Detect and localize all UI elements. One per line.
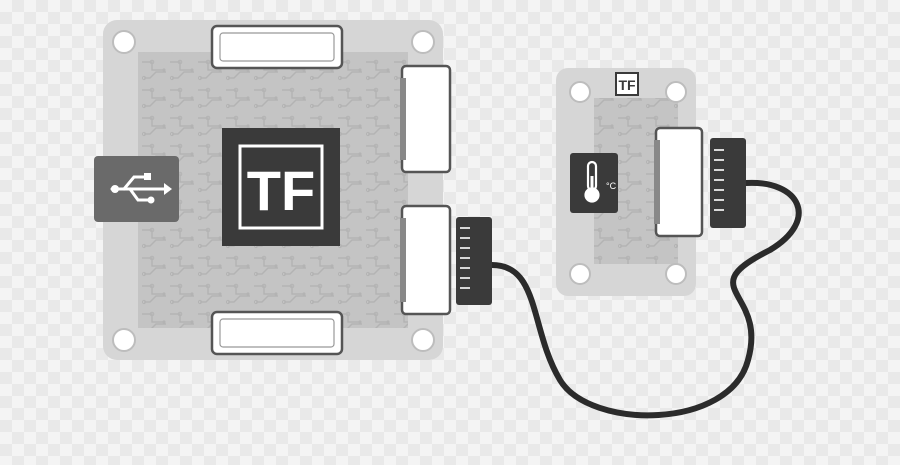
mounting-hole [411,328,435,352]
stack-connector-bottom [210,310,344,356]
sensor-logo-text: TF [618,77,636,93]
unit-label: °C [606,181,617,191]
main-board: TF [94,20,452,360]
stack-connector-top [210,24,344,70]
mounting-hole [665,81,687,103]
mounting-hole [112,30,136,54]
thermometer-icon [584,160,600,203]
cable-plug-main [456,217,492,305]
mounting-hole [569,263,591,285]
usb-connector [94,156,179,222]
bricklet-port-top [400,64,452,174]
sensor-bricklet-port [654,126,704,238]
usb-icon [110,173,172,204]
main-logo-text: TF [247,159,315,222]
mounting-hole [112,328,136,352]
temperature-sensor: °C [570,153,618,213]
mounting-hole [411,30,435,54]
mounting-hole [665,263,687,285]
sensor-board-logo: TF [615,72,639,96]
cable-plug-sensor [710,138,746,228]
sensor-board: TF °C [556,68,704,296]
connection-cable [489,179,802,419]
main-board-logo: TF [222,128,340,246]
bricklet-port-bottom [400,204,452,316]
mounting-hole [569,81,591,103]
